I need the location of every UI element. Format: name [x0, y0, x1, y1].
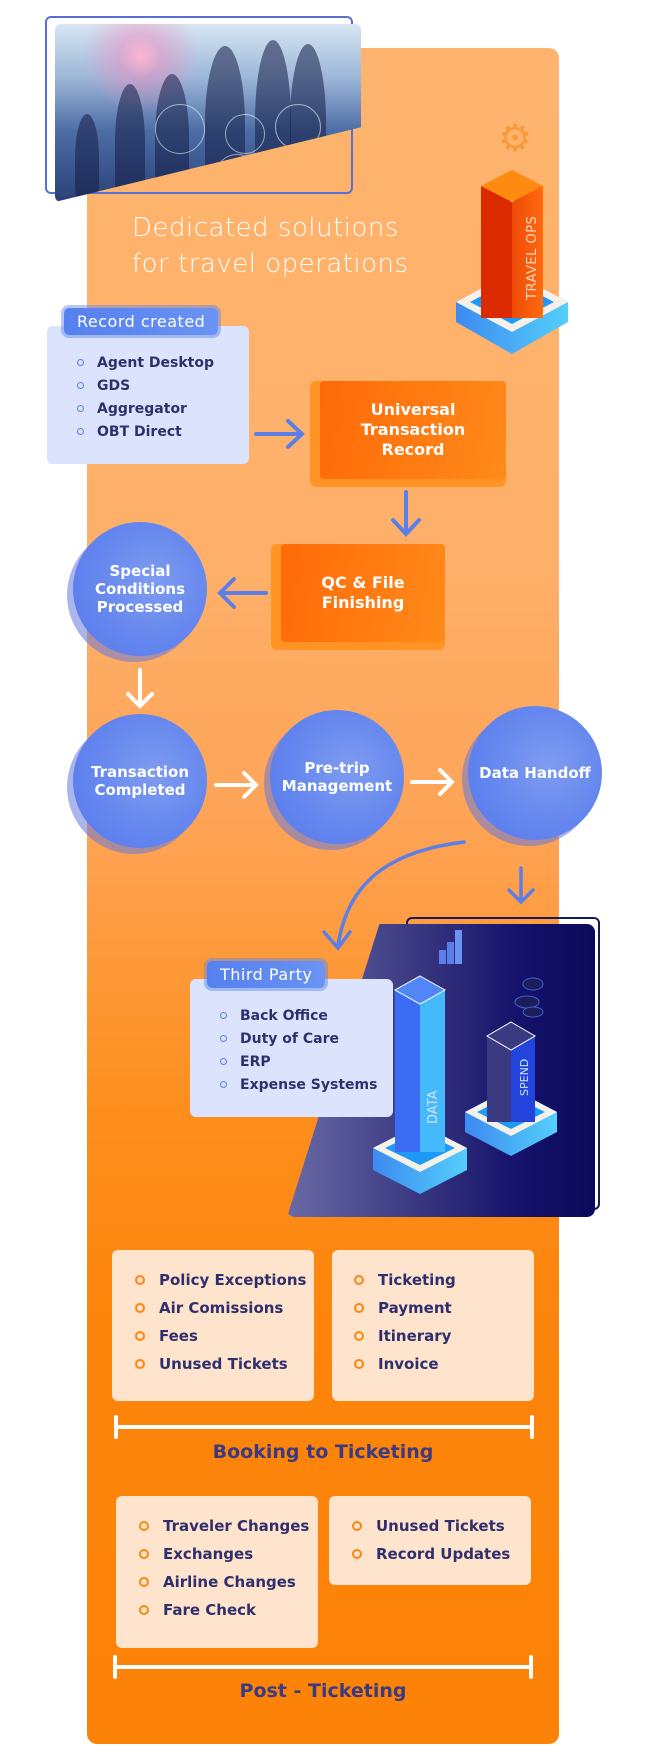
list-item: Duty of Care	[220, 1027, 377, 1050]
list-item: Air Comissions	[135, 1294, 306, 1322]
arrow-right-icon	[410, 768, 455, 796]
bullet-icon	[77, 405, 84, 412]
bullet-icon	[77, 382, 84, 389]
bullet-icon	[354, 1359, 364, 1369]
list-item: Itinerary	[354, 1322, 456, 1350]
tower-label: TRAVEL OPS	[525, 215, 540, 300]
list-item: GDS	[77, 374, 214, 397]
post-left-list: Traveler Changes Exchanges Airline Chang…	[139, 1512, 309, 1624]
bullet-icon	[77, 359, 84, 366]
bullet-icon	[220, 1035, 227, 1042]
qc-file-finishing-box: QC & File Finishing	[271, 544, 445, 650]
post-ticketing-label: Post - Ticketing	[239, 1680, 407, 1702]
data-spend-svg: DATA SPEND	[373, 930, 557, 1194]
data-label: DATA	[426, 1090, 441, 1124]
bullet-icon	[135, 1359, 145, 1369]
bullet-icon	[354, 1275, 364, 1285]
utr-label: Universal Transaction Record	[320, 381, 506, 479]
pre-trip-management-circle: Pre-trip Management	[264, 710, 410, 850]
list-item: Airline Changes	[139, 1568, 309, 1596]
data-handoff-circle: Data Handoff	[462, 706, 608, 846]
list-item: OBT Direct	[77, 420, 214, 443]
bullet-icon	[354, 1303, 364, 1313]
curved-arrow-icon	[322, 840, 466, 951]
data-handoff-label: Data Handoff	[468, 706, 602, 840]
spend-label: SPEND	[518, 1059, 531, 1096]
travel-ops-tower: TRAVEL OPS	[481, 170, 543, 318]
booking-span-bracket	[114, 1415, 534, 1439]
arrow-right-icon	[254, 419, 305, 449]
booking-left-list: Policy Exceptions Air Comissions Fees Un…	[135, 1266, 306, 1378]
bullet-icon	[135, 1331, 145, 1341]
headline-line-1: Dedicated solutions	[132, 213, 399, 243]
third-party-tag: Third Party	[207, 961, 326, 988]
arrow-down-icon	[507, 866, 535, 905]
pre-trip-label: Pre-trip Management	[270, 710, 404, 844]
list-item: Traveler Changes	[139, 1512, 309, 1540]
list-item: Ticketing	[354, 1266, 456, 1294]
list-item: Expense Systems	[220, 1073, 377, 1096]
booking-right-list: Ticketing Payment Itinerary Invoice	[354, 1266, 456, 1378]
post-left-card: Traveler Changes Exchanges Airline Chang…	[116, 1496, 318, 1648]
bullet-icon	[352, 1549, 362, 1559]
bullet-icon	[135, 1275, 145, 1285]
list-item: Unused Tickets	[352, 1512, 510, 1540]
booking-right-card: Ticketing Payment Itinerary Invoice	[332, 1250, 534, 1401]
bullet-icon	[220, 1012, 227, 1019]
list-item: Fees	[135, 1322, 306, 1350]
bullet-icon	[139, 1521, 149, 1531]
bullet-icon	[139, 1577, 149, 1587]
list-item: Invoice	[354, 1350, 456, 1378]
transaction-completed-circle: Transaction Completed	[67, 714, 213, 854]
coins-icon	[514, 977, 544, 1018]
bullet-icon	[139, 1605, 149, 1615]
list-item: ERP	[220, 1050, 377, 1073]
bullet-icon	[354, 1331, 364, 1341]
list-item: Back Office	[220, 1004, 377, 1027]
universal-transaction-record-box: Universal Transaction Record	[310, 381, 506, 487]
bullet-icon	[352, 1521, 362, 1531]
list-item: Payment	[354, 1294, 456, 1322]
list-item: Exchanges	[139, 1540, 309, 1568]
bullet-icon	[220, 1058, 227, 1065]
arrow-right-icon	[214, 771, 259, 799]
gear-icon: ⚙	[497, 116, 533, 160]
arrow-left-icon	[217, 577, 268, 609]
bullet-icon	[77, 428, 84, 435]
booking-left-card: Policy Exceptions Air Comissions Fees Un…	[112, 1250, 314, 1401]
list-item: Agent Desktop	[77, 351, 214, 374]
list-item: Policy Exceptions	[135, 1266, 306, 1294]
list-item: Unused Tickets	[135, 1350, 306, 1378]
page-headline: Dedicated solutions for travel operation…	[132, 210, 409, 282]
post-right-list: Unused Tickets Record Updates	[352, 1512, 510, 1568]
record-created-tag: Record created	[64, 308, 219, 335]
booking-to-ticketing-label: Booking to Ticketing	[212, 1441, 434, 1463]
list-item: Fare Check	[139, 1596, 309, 1624]
third-party-list: Back Office Duty of Care ERP Expense Sys…	[220, 1004, 377, 1096]
bullet-icon	[220, 1081, 227, 1088]
qc-label: QC & File Finishing	[281, 544, 445, 642]
arrow-down-icon	[391, 490, 421, 537]
record-created-card: Agent Desktop GDS Aggregator OBT Direct	[47, 326, 249, 464]
bar-chart-icon	[439, 930, 462, 964]
bullet-icon	[139, 1549, 149, 1559]
bullet-icon	[135, 1303, 145, 1313]
headline-line-2: for travel operations	[132, 249, 409, 279]
record-created-list: Agent Desktop GDS Aggregator OBT Direct	[77, 351, 214, 443]
list-item: Record Updates	[352, 1540, 510, 1568]
special-conditions-label: Special Conditions Processed	[73, 522, 207, 656]
arrow-down-icon	[126, 668, 154, 709]
third-party-card: Back Office Duty of Care ERP Expense Sys…	[190, 979, 393, 1117]
special-conditions-circle: Special Conditions Processed	[67, 522, 213, 662]
transaction-completed-label: Transaction Completed	[73, 714, 207, 848]
list-item: Aggregator	[77, 397, 214, 420]
post-span-bracket	[113, 1655, 533, 1679]
post-right-card: Unused Tickets Record Updates	[329, 1496, 531, 1585]
